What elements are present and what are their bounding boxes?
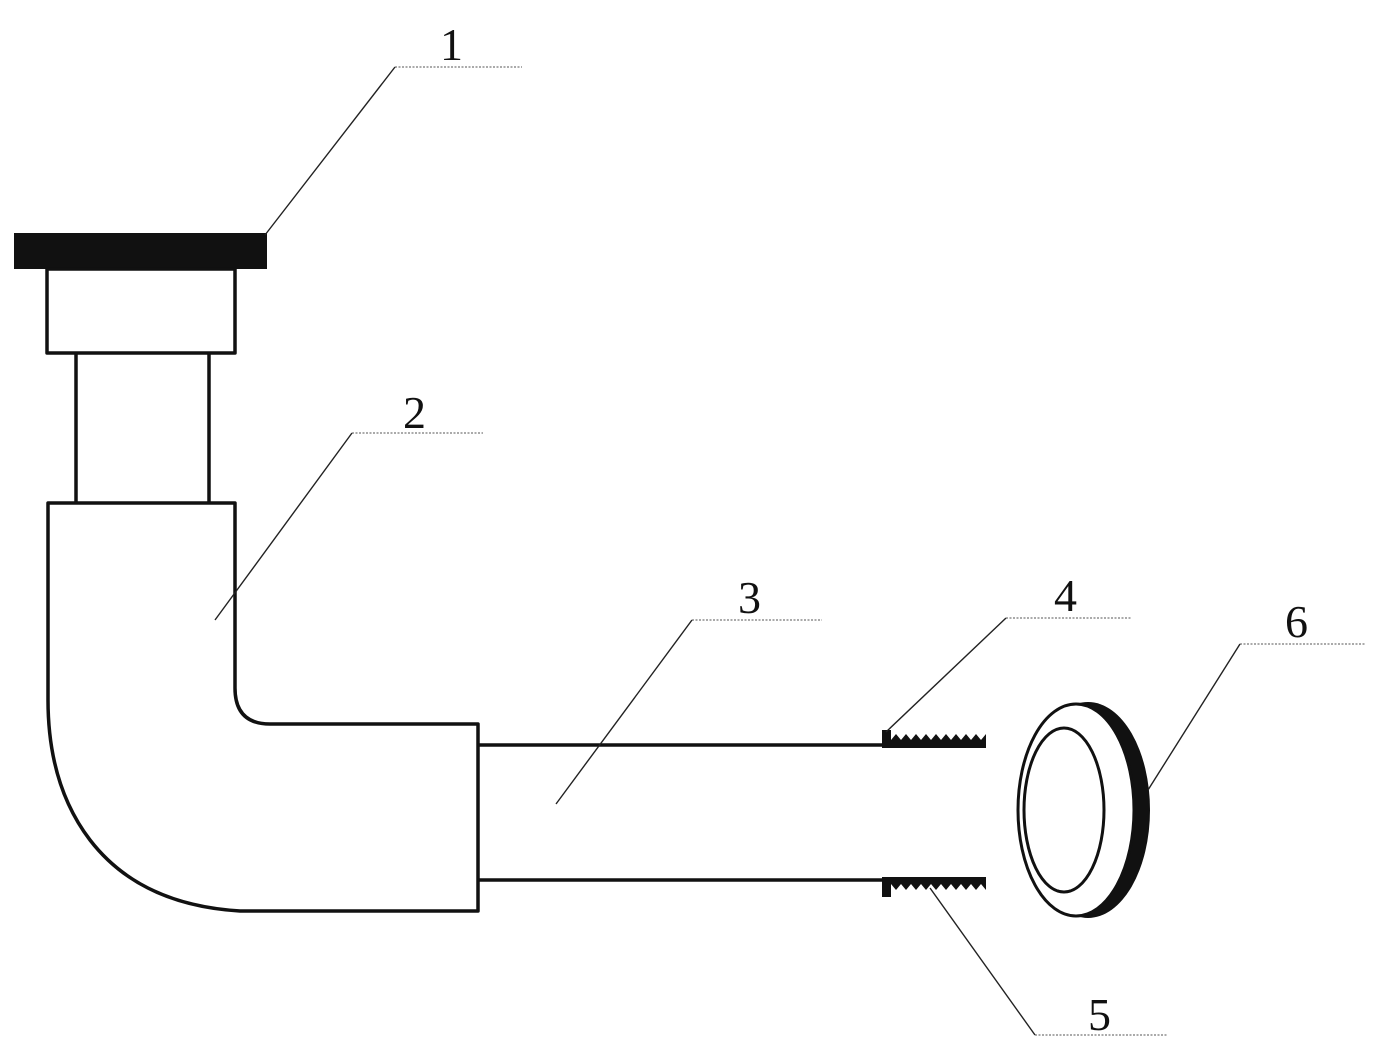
label-3: 3 [738,572,761,623]
callout-3: 3 [555,572,822,805]
part-5-lower-thread [882,877,986,897]
part-3-horizontal-pipe [478,743,986,882]
cap-plate [14,233,267,269]
callout-4: 4 [885,570,1132,733]
callout-6: 6 [1147,596,1366,791]
vertical-neck-pipe [74,353,211,503]
part-6-ring-cap [1016,702,1150,918]
callout-2: 2 [214,387,483,621]
label-6: 6 [1285,596,1308,647]
label-5: 5 [1088,989,1111,1040]
cap-collar [45,267,237,355]
label-4: 4 [1054,570,1077,621]
part-1-top-cap [14,233,267,355]
part-2-elbow [46,501,480,913]
callout-1: 1 [264,19,522,236]
label-1: 1 [440,19,463,70]
label-2: 2 [403,387,426,438]
part-4-upper-thread [882,730,986,748]
callout-5: 5 [929,887,1168,1040]
